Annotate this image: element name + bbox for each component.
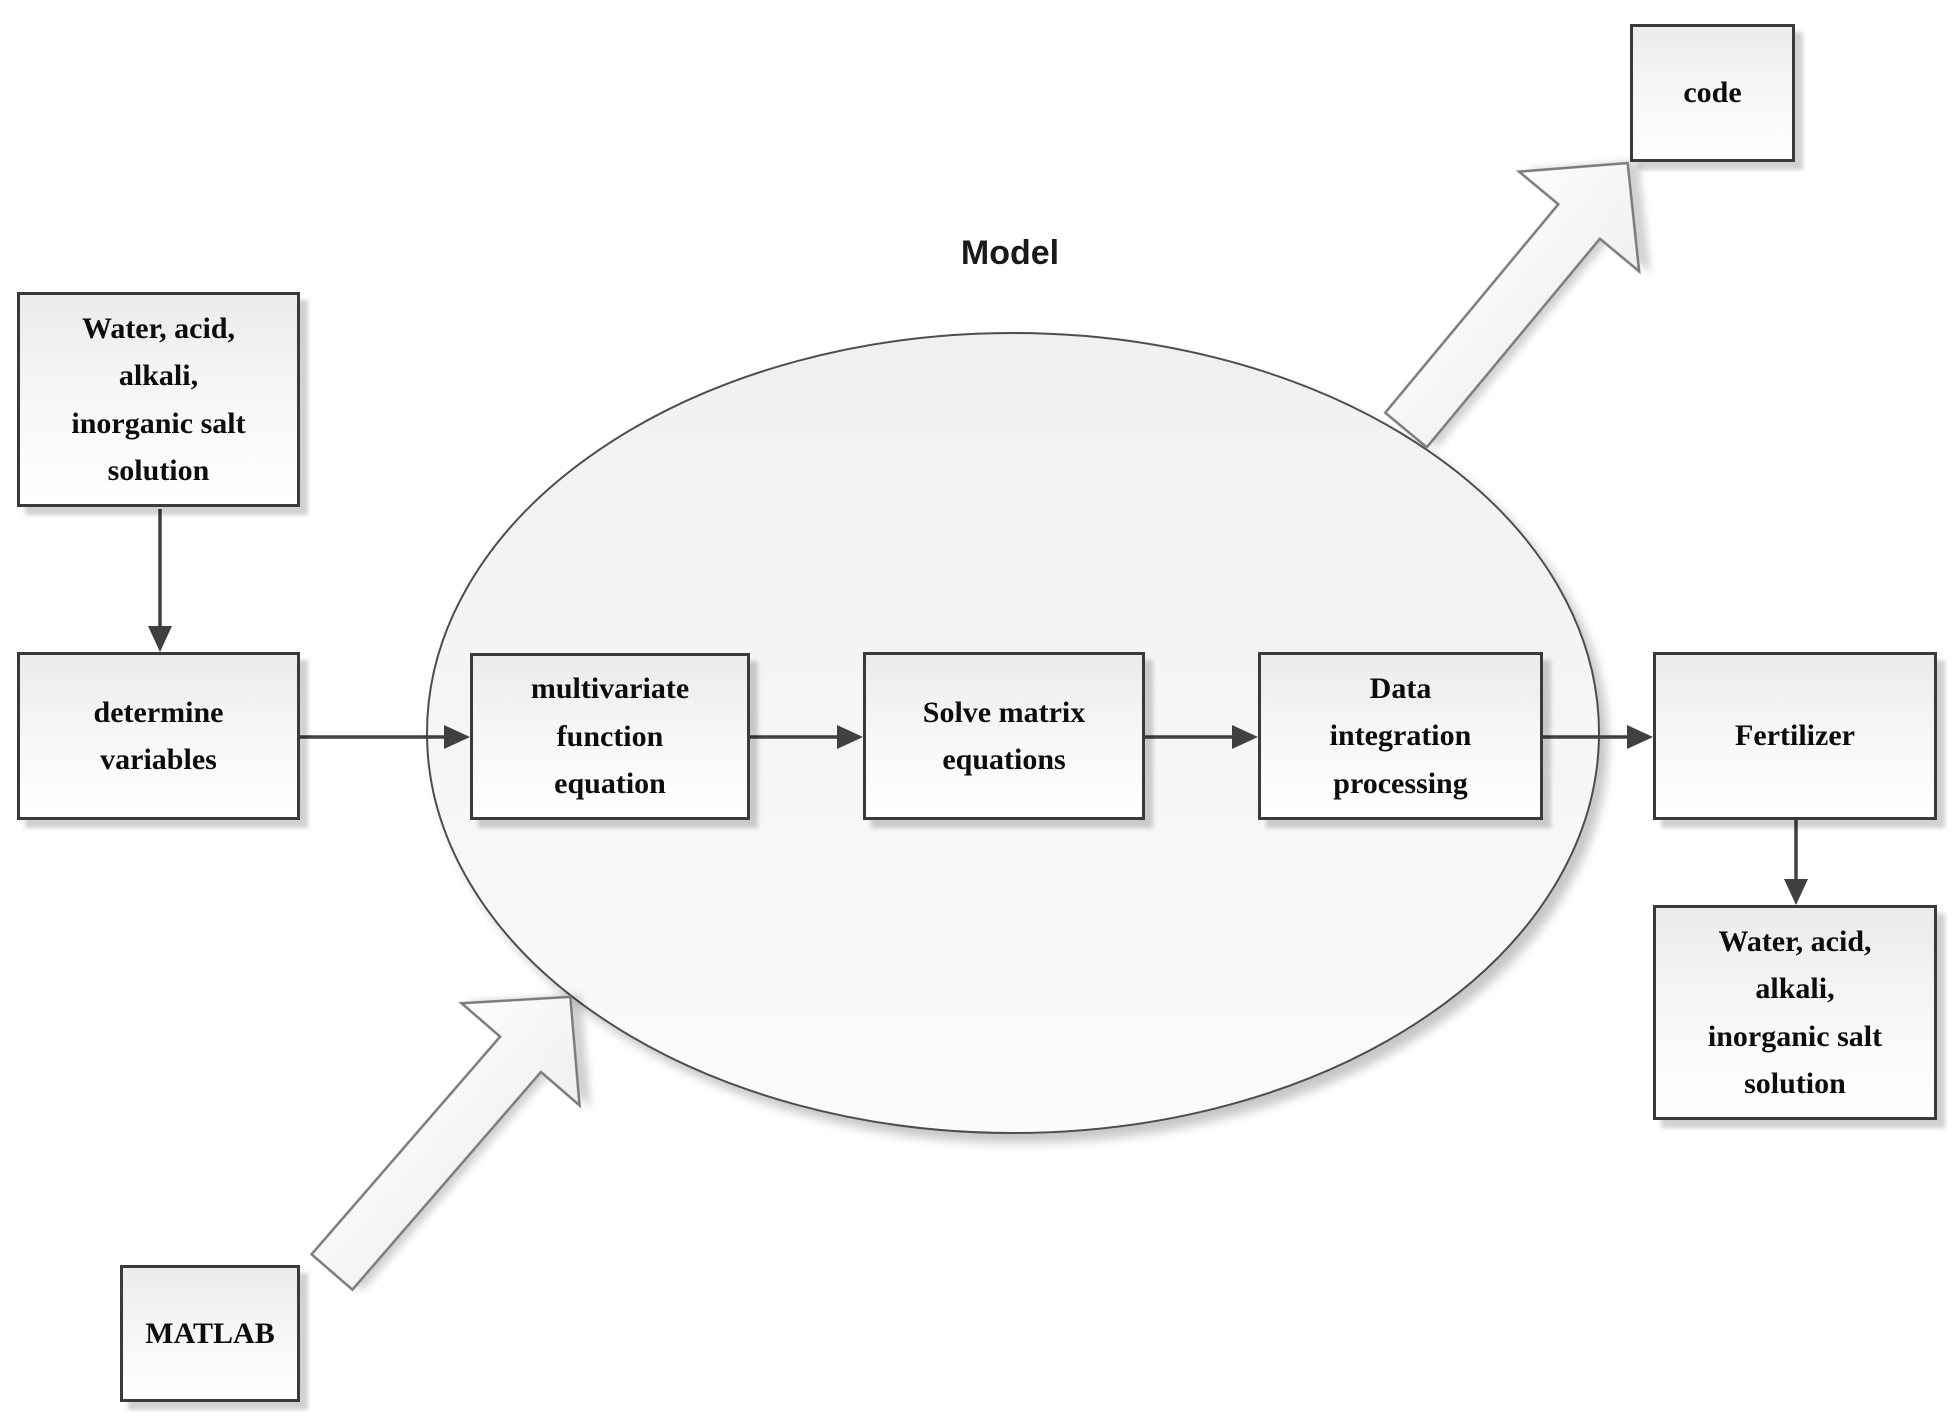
node-output-solution: Water, acid, alkali, inorganic salt solu…	[1653, 905, 1937, 1120]
arrow-solve-to-dataintegration	[1145, 725, 1258, 749]
arrow-determine-to-multivariate	[300, 725, 470, 749]
node-solve-matrix-equations-label: Solve matrix equations	[922, 695, 1086, 776]
arrow-input-to-determine	[148, 509, 172, 652]
arrow-multivariate-to-solve	[750, 725, 863, 749]
model-ellipse-title: Model	[960, 234, 1060, 272]
node-matlab-label: MATLAB	[145, 1316, 275, 1350]
node-multivariate-function-equation: multivariate function equation	[470, 653, 750, 820]
node-solve-matrix-equations: Solve matrix equations	[863, 652, 1145, 820]
node-data-integration-processing-label: Data integration processing	[1329, 671, 1472, 800]
node-output-solution-label: Water, acid, alkali, inorganic salt solu…	[1707, 924, 1883, 1100]
block-arrow-matlab-to-model	[309, 995, 582, 1292]
node-input-solution: Water, acid, alkali, inorganic salt solu…	[17, 292, 300, 507]
node-multivariate-function-equation-label: multivariate function equation	[530, 672, 690, 801]
node-code-label: code	[1683, 76, 1742, 110]
block-arrow-shape	[309, 995, 582, 1292]
node-input-solution-label: Water, acid, alkali, inorganic salt solu…	[71, 311, 246, 487]
node-determine-variables: determine variables	[17, 652, 300, 820]
arrow-fertilizer-to-output	[1784, 820, 1808, 905]
block-arrow-model-to-code	[1383, 161, 1641, 450]
node-data-integration-processing: Data integration processing	[1258, 652, 1543, 820]
node-determine-variables-label: determine variables	[93, 695, 224, 776]
node-code: code	[1630, 24, 1795, 162]
node-matlab: MATLAB	[120, 1265, 300, 1402]
node-fertilizer: Fertilizer	[1653, 652, 1937, 820]
block-arrow-shape	[1383, 161, 1641, 450]
node-fertilizer-label: Fertilizer	[1735, 719, 1855, 753]
arrow-dataintegration-to-fertilizer	[1543, 725, 1653, 749]
